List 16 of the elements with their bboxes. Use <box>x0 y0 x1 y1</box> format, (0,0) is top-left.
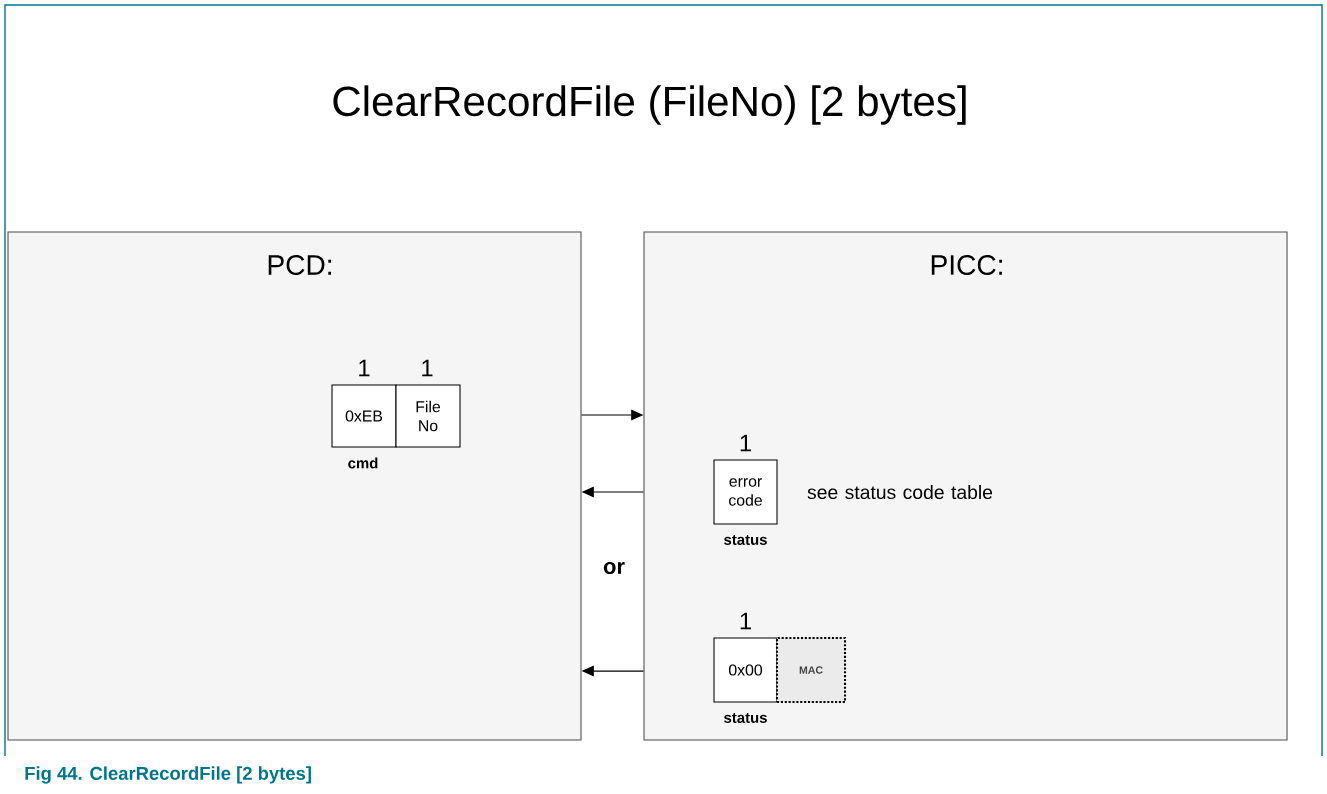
field-caption: cmd <box>348 457 378 469</box>
field-box: 0x00 <box>713 637 778 703</box>
field-box: error code <box>713 459 778 525</box>
figure-caption: Fig 44. ClearRecordFile [2 bytes] <box>25 766 311 784</box>
field-box: File No <box>395 384 461 448</box>
diagram-title: ClearRecordFile (FileNo) [2 bytes] <box>333 85 966 125</box>
byte-count: 1 <box>740 434 751 452</box>
byte-count: 1 <box>359 359 370 377</box>
separator-word: or <box>603 562 625 575</box>
note-text: see status code table <box>807 484 993 500</box>
optional-field-box: MAC <box>775 636 847 704</box>
byte-count: 1 <box>422 359 433 377</box>
field-caption: status <box>724 713 767 723</box>
field-box: 0xEB <box>331 384 397 448</box>
byte-count: 1 <box>740 612 751 630</box>
field-caption: status <box>724 535 767 545</box>
